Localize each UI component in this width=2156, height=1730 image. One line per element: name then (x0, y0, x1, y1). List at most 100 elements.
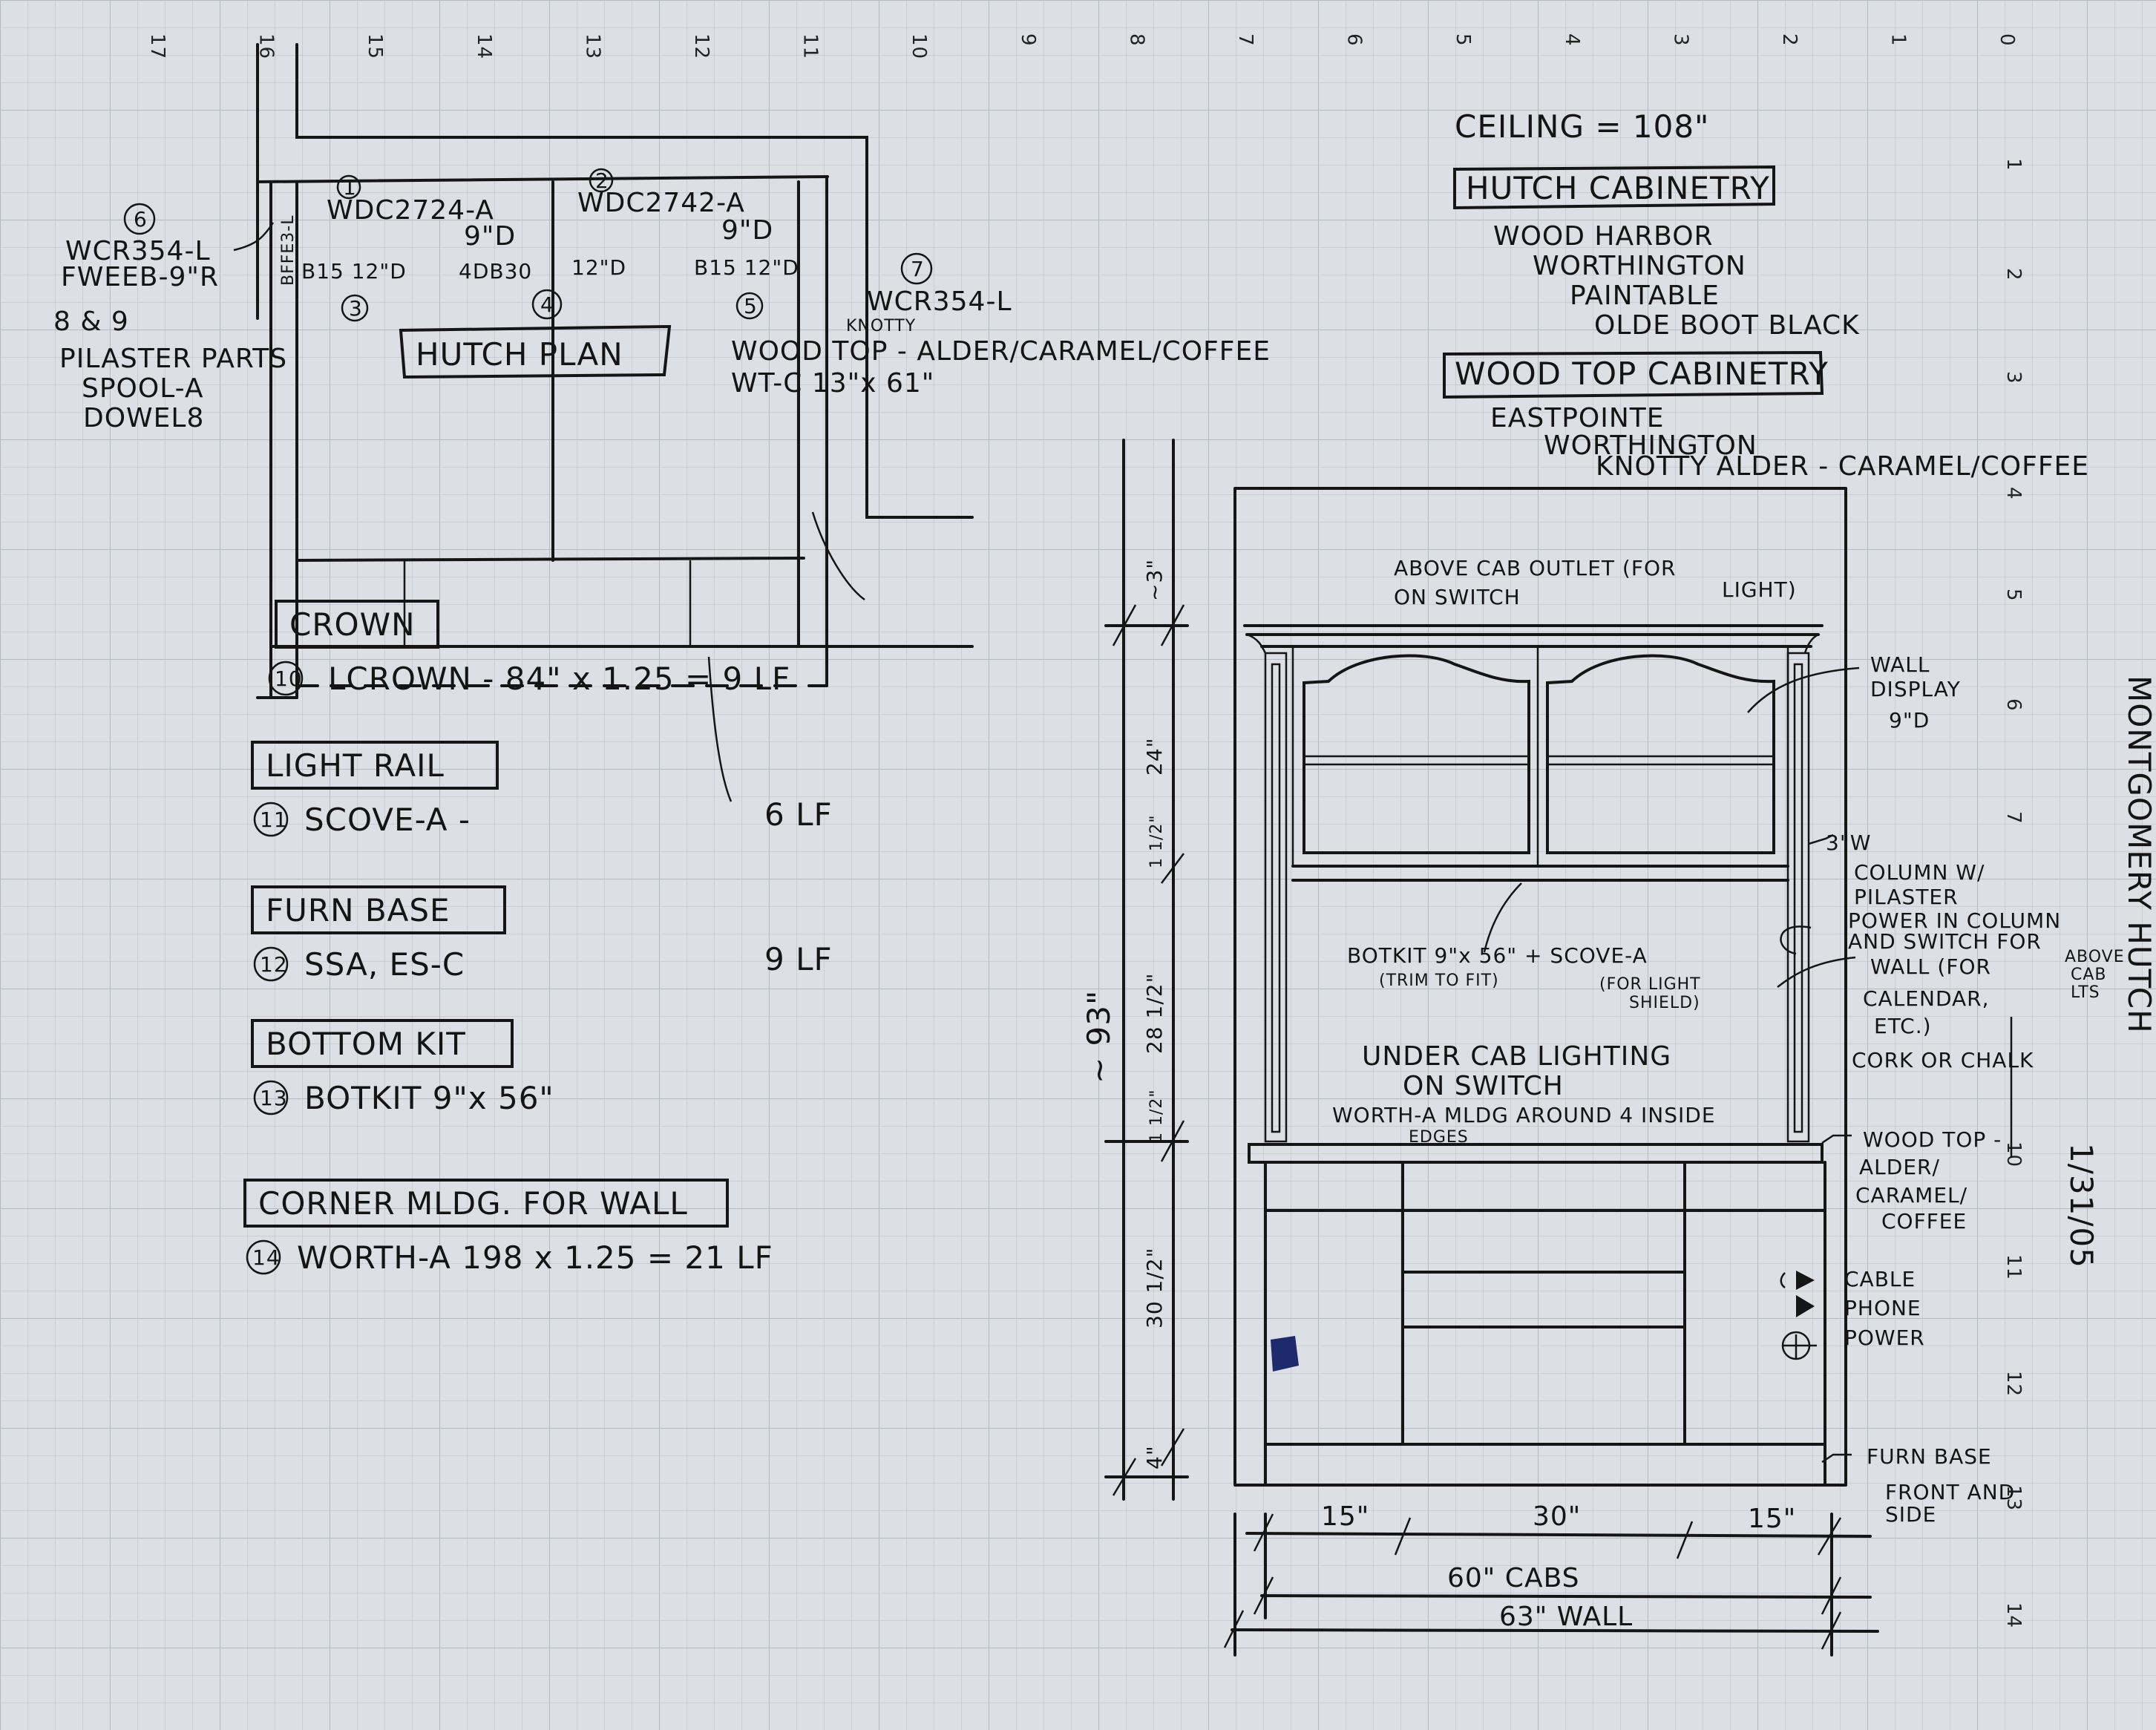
dim-4: 4" (1142, 1445, 1167, 1469)
material-entry: BOTTOM KIT 13 BOTKIT 9"x 56" (251, 1019, 554, 1116)
ruler-right-number: 13 (2002, 1485, 2025, 1511)
material-title: CORNER MLDG. FOR WALL (258, 1185, 688, 1222)
plan-left-note-1: WCR354-L (65, 236, 211, 266)
ruler-top-number: 12 (690, 33, 712, 59)
callout-5: 5 (744, 294, 758, 318)
width-63-wall: 63" WALL (1499, 1602, 1633, 1632)
wall-display-3: 9"D (1889, 708, 1930, 733)
plan-cab1-depth: 9"D (464, 221, 516, 252)
plan-filler-label: BFFE3-L (279, 215, 298, 286)
column-1: 3"W (1826, 830, 1871, 855)
woodtop-2: ALDER/ (1859, 1155, 1940, 1179)
ceiling-height: CEILING = 108" (1455, 108, 1709, 145)
hutch-spec-1: WOOD HARBOR (1493, 221, 1714, 252)
material-title: FURN BASE (266, 892, 450, 928)
material-title-box (251, 741, 499, 790)
plan-base-3: B15 12"D (694, 255, 799, 280)
ruler-top-number: 1 (1887, 33, 1910, 47)
hutch-spec-2: WORTHINGTON (1533, 251, 1746, 281)
ruler-top-number: 5 (1452, 33, 1474, 47)
plan-callouts: 3 4 5 6 7 (123, 203, 933, 322)
woodtop-1: WOOD TOP - (1863, 1127, 2002, 1152)
woodtop-spec-2: WORTHINGTON (1544, 430, 1757, 461)
botkit-note-3: (FOR LIGHT (1599, 975, 1701, 994)
botkit-note-4: SHIELD) (1629, 994, 1700, 1012)
pilaster-spool: SPOOL-A (82, 373, 203, 404)
plan-num-1: 1 (343, 175, 357, 200)
cable-label: CABLE (1844, 1267, 1916, 1291)
material-item: SCOVE-A - (304, 802, 471, 838)
material-qty: 9 LF (764, 941, 833, 977)
dim-28-5: 28 1/2" (1142, 973, 1167, 1054)
wall-display-1: WALL (1870, 652, 1930, 677)
above-cab-outlet-1: ABOVE CAB OUTLET (FOR (1394, 556, 1676, 580)
ruler-right-number: 5 (2002, 589, 2025, 602)
ruler-top-number: 13 (581, 33, 603, 59)
ruler-top-number: 15 (364, 33, 386, 59)
woodtop-4: COFFEE (1881, 1209, 1967, 1233)
ruler-right-number: 7 (2002, 811, 2025, 825)
ruler-right-number: 10 (2002, 1141, 2025, 1167)
front-and-side-2: SIDE (1885, 1502, 1936, 1527)
hutch-cabinetry-title: HUTCH CABINETRY (1466, 170, 1770, 206)
material-num: 13 (260, 1086, 288, 1110)
pilaster-dowel: DOWEL8 (83, 403, 204, 433)
wall-display-2: DISPLAY (1870, 677, 1961, 701)
edges-note: EDGES (1409, 1128, 1469, 1147)
phone-label: PHONE (1844, 1296, 1921, 1320)
ruler-top-number: 0 (1996, 33, 2018, 47)
plan-right-note: WCR354-L (867, 286, 1012, 317)
power-outlet-icon (1781, 1331, 1817, 1360)
ruler-top-number: 4 (1561, 33, 1583, 47)
pilaster-title: PILASTER PARTS (59, 344, 287, 374)
material-item: LCROWN - 84" x 1.25 = 9 LF (328, 661, 790, 697)
material-title-box (243, 1179, 729, 1228)
plan-cab2-depth: 9"D (721, 215, 773, 246)
material-title: BOTTOM KIT (266, 1026, 466, 1062)
callout-6: 6 (134, 207, 148, 232)
material-item: BOTKIT 9"x 56" (304, 1080, 554, 1116)
woodtop-spec-3: KNOTTY ALDER - CARAMEL/COFFEE (1596, 451, 2089, 482)
ruler-top-number: 7 (1234, 33, 1256, 47)
woodtop-spec-1: EASTPOINTE (1490, 403, 1665, 433)
hutch-spec-4: OLDE BOOT BLACK (1594, 310, 1860, 341)
material-title-box (251, 1019, 514, 1068)
dim-1-5-b: 1 1/2" (1147, 1089, 1166, 1143)
power-label: POWER (1844, 1326, 1925, 1350)
above-cab-lts-1: ABOVE (2065, 948, 2125, 966)
material-num: 11 (260, 807, 288, 832)
ruler-right-number: 4 (2002, 487, 2025, 500)
width-30: 30" (1533, 1501, 1581, 1532)
plan-base-1: B15 12"D (301, 259, 407, 284)
phone-outlet-icon (1796, 1295, 1815, 1317)
callout-7: 7 (911, 257, 925, 281)
wall-for-2: CALENDAR, (1863, 986, 1990, 1011)
hutch-elevation (1104, 439, 2013, 1657)
ruler-right-number: 2 (2002, 268, 2025, 281)
plan-cab2-code: WDC2742-A (577, 188, 745, 218)
power-column-2: AND SWITCH FOR (1848, 929, 2042, 954)
material-callout-circle (253, 1080, 289, 1115)
plan-woodtop-1: WOOD TOP - ALDER/CARAMEL/COFFEE (731, 336, 1271, 367)
plan-base-2: 4DB30 (459, 259, 532, 284)
woodtop-3: CARAMEL/ (1855, 1183, 1967, 1208)
ruler-right-number: 1 (2002, 158, 2025, 171)
plan-woodtop-2: WT-C 13"x 61" (731, 368, 934, 399)
material-callout-circle (268, 661, 304, 696)
front-and-side-1: FRONT AND (1885, 1480, 2015, 1504)
ruler-top-number: 8 (1125, 33, 1147, 47)
drawing-date: 1/31/05 (2063, 1143, 2100, 1268)
ruler-right-number: 6 (2002, 698, 2025, 712)
plan-woodtop-knotty: KNOTTY (846, 317, 916, 335)
under-cab-lighting-2: ON SWITCH (1403, 1071, 1564, 1101)
callout-4: 4 (540, 292, 554, 317)
dim-24: 24" (1142, 737, 1167, 776)
width-15-left: 15" (1321, 1501, 1369, 1532)
drawing-title: MONTGOMERY HUTCH (2121, 675, 2156, 1034)
material-num: 14 (252, 1245, 281, 1270)
pilaster-callout-nums: 8 & 9 (53, 307, 129, 337)
